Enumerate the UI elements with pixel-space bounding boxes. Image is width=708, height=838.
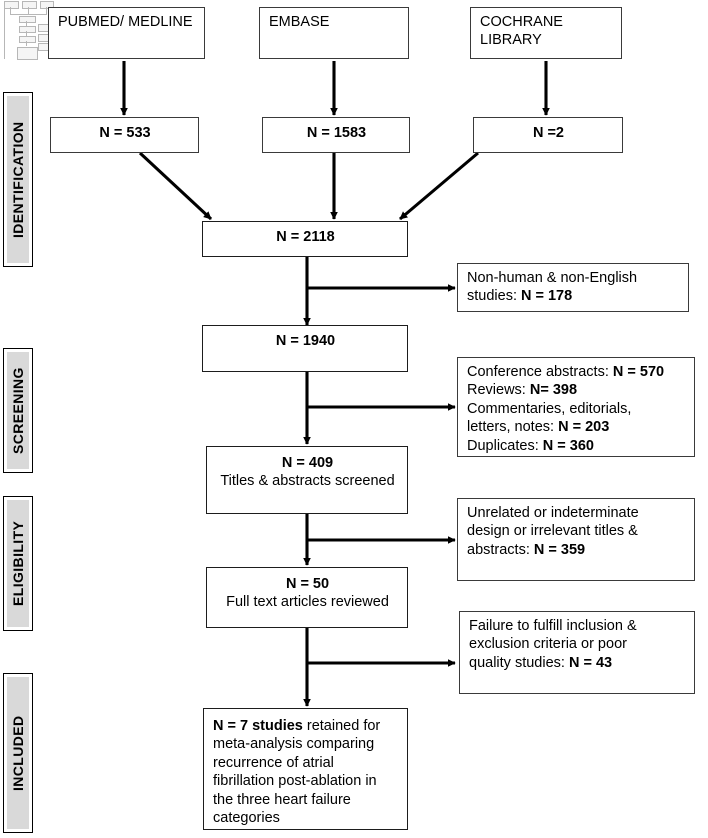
exclusion-line: Duplicates: N = 360 <box>467 437 686 455</box>
exclusion-line: Unrelated or indeterminate <box>467 504 686 522</box>
exclusion-line: quality studies: N = 43 <box>469 654 686 672</box>
stage-label-included: INCLUDED <box>10 715 26 791</box>
screened-detail: Titles & abstracts screened <box>220 473 395 490</box>
exclusion-line: Conference abstracts: N = 570 <box>467 363 686 381</box>
exclusion-line: design or irrelevant titles & <box>467 522 686 540</box>
stage-label-identification: IDENTIFICATION <box>10 121 26 238</box>
exclusion-value: N = 178 <box>521 288 573 305</box>
exclusion-line: letters, notes: N = 203 <box>467 418 686 436</box>
stage-label-eligibility: ELIGIBILITY <box>10 520 26 607</box>
fulltext-count: N = 50 <box>285 576 330 592</box>
screened-count: N = 409 <box>281 455 334 471</box>
exclusion-value: N = 43 <box>568 654 613 671</box>
exclusion-text: Unrelated or indeterminate <box>467 505 639 521</box>
exclusion-text: exclusion criteria or poor <box>469 636 627 653</box>
stage-fill <box>7 500 29 627</box>
source-box-embase: EMBASE <box>259 7 409 59</box>
count-box-combined: N = 2118 <box>202 221 408 257</box>
exclusion-text: Non-human & non-English <box>467 270 638 286</box>
stage-band-eligibility: ELIGIBILITY <box>3 496 33 631</box>
exclusion-text: Conference abstracts: <box>467 364 613 380</box>
included-rest: retained for meta-analysis comparing rec… <box>213 718 381 827</box>
fulltext-detail: Full text articles reviewed <box>226 594 389 611</box>
exclusion-text: design or irrelevant titles & <box>467 523 638 540</box>
exclusion-value: N = 203 <box>558 419 610 436</box>
stage-fill <box>7 677 29 829</box>
exclusion-text: quality studies: <box>469 654 569 671</box>
stage-fill <box>7 96 29 263</box>
arrow-pubmed-count-to-combined <box>138 151 213 221</box>
exclusion-text: Reviews: <box>467 382 530 399</box>
exclusion-line: Non-human & non-English <box>467 269 680 287</box>
exclusion-text: Failure to fulfill inclusion & <box>469 618 637 634</box>
exclusion-box-fulltext: Failure to fulfill inclusion & exclusion… <box>459 611 695 694</box>
included-lead: N = 7 studies <box>213 718 303 734</box>
exclusion-line: studies: N = 178 <box>467 287 680 305</box>
exclusion-text: letters, notes: <box>467 419 559 436</box>
exclusion-line: exclusion criteria or poor <box>469 635 686 653</box>
source-box-pubmed: PUBMED/ MEDLINE <box>48 7 205 59</box>
exclusion-line: Failure to fulfill inclusion & <box>469 617 686 635</box>
exclusion-box-nonhuman: Non-human & non-English studies: N = 178 <box>457 263 689 312</box>
count-box-cochrane: N =2 <box>473 117 623 153</box>
exclusion-line: Commentaries, editorials, <box>467 400 686 418</box>
arrow-cochrane-count-to-combined <box>398 151 480 221</box>
exclusion-box-title-abstract: Unrelated or indeterminate design or irr… <box>457 498 695 581</box>
included-studies-box: N = 7 studies retained for meta-analysis… <box>203 708 408 830</box>
stage-band-identification: IDENTIFICATION <box>3 92 33 267</box>
stage-band-screening: SCREENING <box>3 348 33 473</box>
exclusion-value: N = 359 <box>533 541 586 558</box>
count-box-pubmed: N = 533 <box>50 117 199 153</box>
stage-band-included: INCLUDED <box>3 673 33 833</box>
corner-thumbnail-artifact <box>2 0 54 62</box>
count-box-screened: N = 409 Titles & abstracts screened <box>206 446 408 514</box>
exclusion-text: abstracts: <box>467 541 534 558</box>
source-label-pubmed: PUBMED/ MEDLINE <box>58 14 193 30</box>
source-label-embase: EMBASE <box>269 14 330 30</box>
exclusion-box-screening: Conference abstracts: N = 570 Reviews: N… <box>457 357 695 457</box>
exclusion-text: Duplicates: <box>467 437 543 454</box>
source-box-cochrane: COCHRANE LIBRARY <box>470 7 622 59</box>
exclusion-value: N = 570 <box>612 364 665 380</box>
count-box-embase: N = 1583 <box>262 117 410 153</box>
stage-label-screening: SCREENING <box>10 367 26 454</box>
exclusion-text: Commentaries, editorials, <box>467 400 632 417</box>
count-box-fulltext: N = 50 Full text articles reviewed <box>206 567 408 628</box>
exclusion-value: N = 360 <box>542 437 594 454</box>
exclusion-text: studies: <box>467 288 521 305</box>
exclusion-value: N= 398 <box>529 382 578 399</box>
source-label-cochrane: COCHRANE LIBRARY <box>480 14 563 49</box>
count-box-after-nonhuman: N = 1940 <box>202 325 408 372</box>
stage-fill <box>7 352 29 469</box>
exclusion-line: abstracts: N = 359 <box>467 541 686 559</box>
exclusion-line: Reviews: N= 398 <box>467 381 686 399</box>
